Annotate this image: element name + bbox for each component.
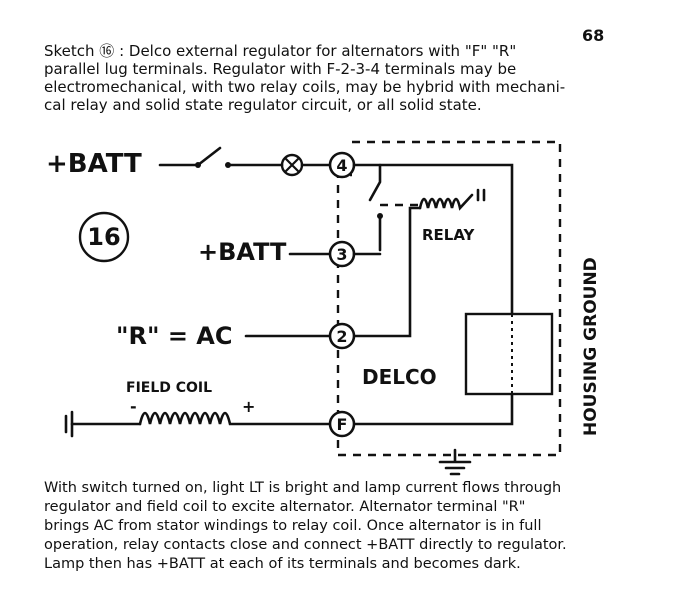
sketch-number: 16 — [87, 223, 120, 251]
relay-coil-icon — [418, 193, 474, 211]
caption-top-line: cal relay and solid state regulator circ… — [44, 96, 482, 114]
r-ac-label: "R" = AC — [116, 322, 233, 350]
terminal-f-label: F — [337, 415, 348, 434]
housing-ground-symbol — [438, 448, 472, 476]
lamp-icon — [280, 153, 304, 177]
caption-bottom-line: Lamp then has +BATT at each of its termi… — [44, 556, 521, 572]
switch-blade — [196, 146, 222, 167]
caption-bottom-line: With switch turned on, light LT is brigh… — [44, 480, 562, 496]
relay-coil-wire — [352, 206, 422, 338]
caption-top-line: parallel lug terminals. Regulator with F… — [44, 60, 517, 78]
caption-bottom: With switch turned on, light LT is brigh… — [44, 479, 664, 574]
caption-top-line: Sketch ⑯ : Delco external regulator for … — [44, 42, 517, 60]
delco-label: DELCO — [362, 365, 437, 389]
relay-label: RELAY — [422, 226, 476, 244]
regulator-block — [464, 312, 554, 396]
relay-contact-wire — [368, 163, 382, 252]
batt-top-label: +BATT — [46, 149, 142, 179]
terminal-2-label: 2 — [336, 327, 347, 346]
batt-mid-label: +BATT — [198, 238, 287, 266]
page-number: 68 — [582, 26, 605, 45]
relay-ground-marks — [476, 188, 486, 202]
terminal-3-label: 3 — [336, 245, 347, 264]
terminal-f — [328, 410, 356, 438]
field-coil-icon — [138, 411, 332, 426]
terminal-4-label: 4 — [336, 156, 347, 175]
caption-top: Sketch ⑯ : Delco external regulator for … — [44, 42, 644, 114]
coil-minus-label: - — [130, 397, 137, 416]
housing-ground-label: HOUSING GROUND — [581, 257, 601, 436]
terminal-4-bus — [352, 163, 514, 426]
sketch-number-circle — [78, 211, 130, 263]
caption-bottom-line: brings AC from stator windings to relay … — [44, 518, 542, 534]
regulator-housing-outline — [336, 140, 562, 457]
coil-plus-label: + — [242, 397, 255, 416]
caption-top-line: electromechanical, with two relay coils,… — [44, 78, 566, 96]
caption-bottom-line: regulator and field coil to excite alter… — [44, 499, 526, 515]
field-coil-label: FIELD COIL — [126, 380, 212, 396]
relay-contact — [377, 213, 383, 219]
caption-bottom-line: operation, relay contacts close and conn… — [44, 537, 567, 553]
terminal-2 — [328, 322, 356, 350]
